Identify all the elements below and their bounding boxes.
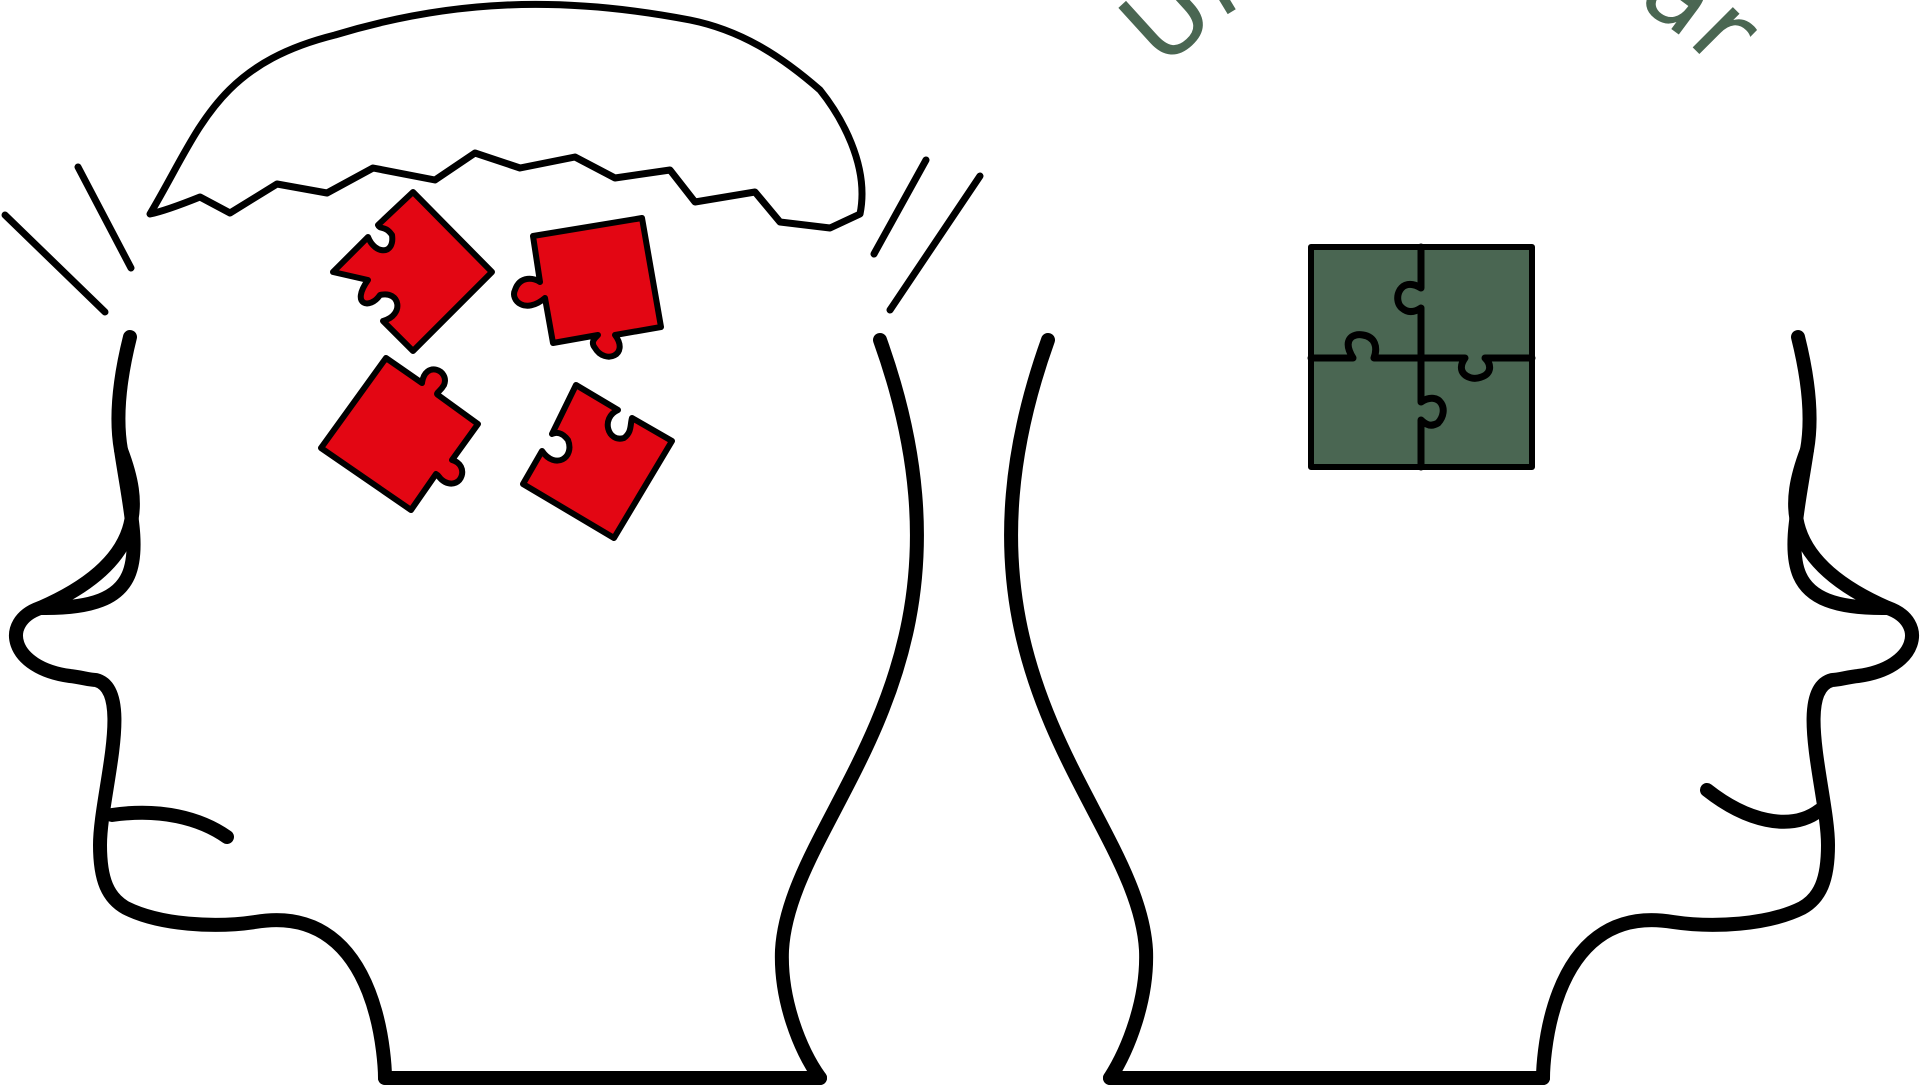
puzzle-pieces-icon <box>318 189 675 541</box>
red-puzzle-piece-1 <box>330 189 495 354</box>
right-head-mouth <box>1700 783 1827 829</box>
green-puzzle-seam-horizontal <box>1307 331 1536 382</box>
left-stress-line-4 <box>886 172 984 314</box>
left-stress-line-3 <box>870 156 930 258</box>
headline-text: Unstressbar <box>1097 0 1784 89</box>
left-head-back-outline <box>774 333 924 1085</box>
right-head-back-outline <box>1004 333 1154 1085</box>
right-head-chin <box>1788 443 1895 615</box>
red-puzzle-piece-4 <box>520 382 675 541</box>
red-puzzle-piece-2 <box>511 215 664 360</box>
calm-head-icon <box>1004 330 1919 1085</box>
right-head-face-outline <box>1536 330 1919 1085</box>
red-puzzle-piece-3 <box>318 355 481 513</box>
stressed-head-icon <box>1 0 984 1085</box>
headline-path: Unstressbar <box>1097 0 1784 89</box>
left-head-face-outline <box>9 330 392 1085</box>
solved-puzzle-icon <box>1307 243 1536 471</box>
left-head-chin <box>33 443 140 615</box>
left-head-mouth <box>105 805 234 844</box>
left-head-lid <box>146 0 866 232</box>
left-stress-line-2 <box>1 211 109 316</box>
left-stress-line-1 <box>74 163 135 272</box>
